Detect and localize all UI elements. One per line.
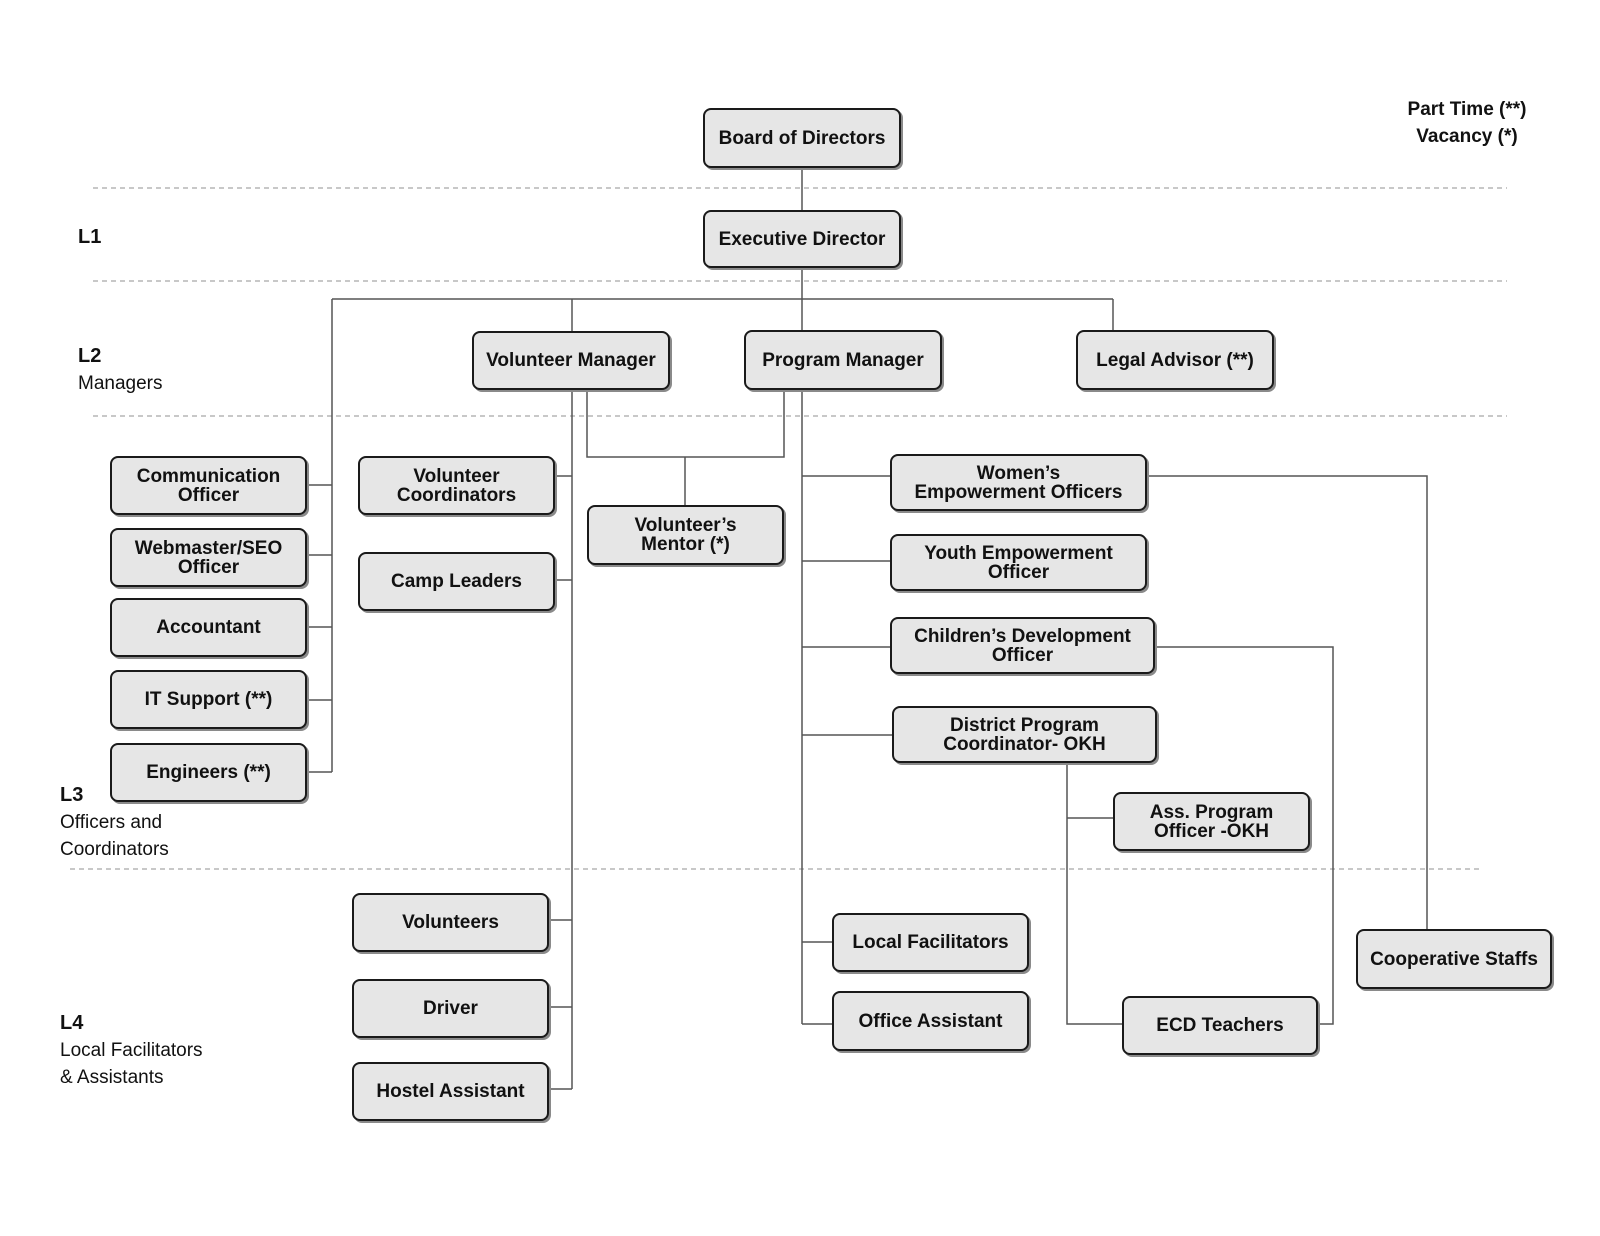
program-manager-box: Program Manager [744, 330, 942, 390]
level-l4-code: L4 [60, 1012, 84, 1034]
legend-part-time: Part Time (**) [1407, 99, 1527, 120]
level-l3-desc: Officers and Coordinators [60, 812, 169, 860]
volunteers-box: Volunteers [352, 893, 549, 952]
communication-officer-box: Communication Officer [110, 456, 307, 515]
camp-leaders-box: Camp Leaders [358, 552, 555, 611]
ecd-teachers-box: ECD Teachers [1122, 996, 1318, 1055]
level-l2: L2 Managers [78, 343, 163, 397]
accountant-box: Accountant [110, 598, 307, 657]
hostel-assistant-box: Hostel Assistant [352, 1062, 549, 1121]
legal-advisor-box: Legal Advisor (**) [1076, 330, 1274, 390]
it-support-box: IT Support (**) [110, 670, 307, 729]
youth-empowerment-officer-box: Youth Empowerment Officer [890, 534, 1147, 591]
level-l3: L3 Officers and Coordinators [60, 782, 169, 863]
district-program-coordinator-box: District Program Coordinator- OKH [892, 706, 1157, 763]
level-l4: L4 Local Facilitators & Assistants [60, 1010, 203, 1091]
wire-cooperative-staffs [1147, 475, 1428, 929]
volunteers-mentor-box: Volunteer’s Mentor (*) [587, 505, 784, 565]
wire-district-ecd [1066, 763, 1122, 1025]
wire-cd-ecd [1155, 646, 1334, 1025]
womens-empowerment-officers-box: Women’s Empowerment Officers [890, 454, 1147, 511]
legend: Part Time (**) Vacancy (*) [1392, 96, 1542, 150]
webmaster-seo-officer-box: Webmaster/SEO Officer [110, 528, 307, 587]
legend-vacancy: Vacancy (*) [1416, 126, 1518, 147]
driver-box: Driver [352, 979, 549, 1038]
executive-director-box: Executive Director [703, 210, 901, 268]
level-l1: L1 [78, 224, 101, 251]
volunteer-coordinators-box: Volunteer Coordinators [358, 456, 555, 515]
level-l1-code: L1 [78, 226, 102, 248]
engineers-box: Engineers (**) [110, 743, 307, 802]
volunteer-manager-box: Volunteer Manager [472, 331, 670, 390]
ass-program-officer-box: Ass. Program Officer -OKH [1113, 792, 1310, 851]
office-assistant-box: Office Assistant [832, 991, 1029, 1051]
cooperative-staffs-box: Cooperative Staffs [1356, 929, 1552, 989]
local-facilitators-box: Local Facilitators [832, 913, 1029, 972]
board-of-directors-box: Board of Directors [703, 108, 901, 168]
level-l2-code: L2 [78, 345, 102, 367]
level-l3-code: L3 [60, 784, 84, 806]
wire-mentor-branch [586, 390, 785, 458]
level-l4-desc: Local Facilitators & Assistants [60, 1040, 203, 1088]
childrens-development-officer-box: Children’s Development Officer [890, 617, 1155, 674]
level-l2-desc: Managers [78, 373, 163, 394]
